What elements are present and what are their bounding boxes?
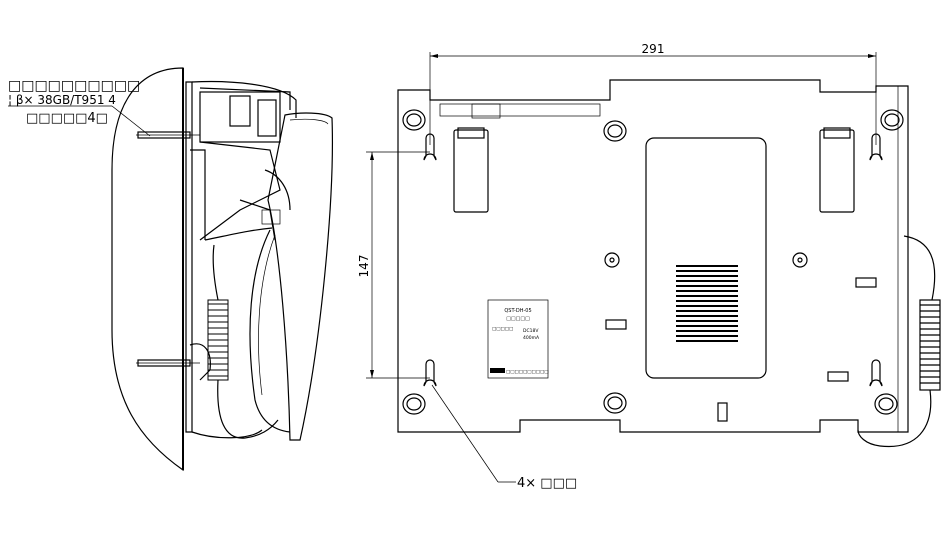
label-current: 400mA [523,335,540,341]
screw-bottom [136,359,200,367]
label-model: QST-DH-05 [504,308,531,314]
label-voltage: DC18V [523,328,539,334]
side-annotation-line1: □□□□□□□□□□ [8,78,140,94]
label-line1: □□□□□ [506,316,530,322]
telephone-side-view [185,80,333,441]
label-footer: □□□□□□□□□□ [506,370,549,375]
svg-text:□□□□□: □□□□□ [492,327,513,332]
telephone-rear-view [397,79,941,448]
screw-top [136,131,200,139]
speaker-grille [676,265,738,342]
product-label: QST-DH-05 □□□□□ □□□□□ DC18V 400mA □□□□□□… [487,299,549,379]
keyhole-mount-holes [423,133,883,387]
width-dimension [429,52,877,145]
side-annotation-line3: □□□□□4□ [26,111,108,126]
mount-hole-callout: 4× □□□ [517,476,577,491]
wall-section [111,67,184,472]
width-dimension-label: 291 [642,42,665,56]
height-dimension-label: 147 [357,255,371,278]
side-annotation-line2: ¦ β× 38GB/T951 4 [8,93,116,107]
